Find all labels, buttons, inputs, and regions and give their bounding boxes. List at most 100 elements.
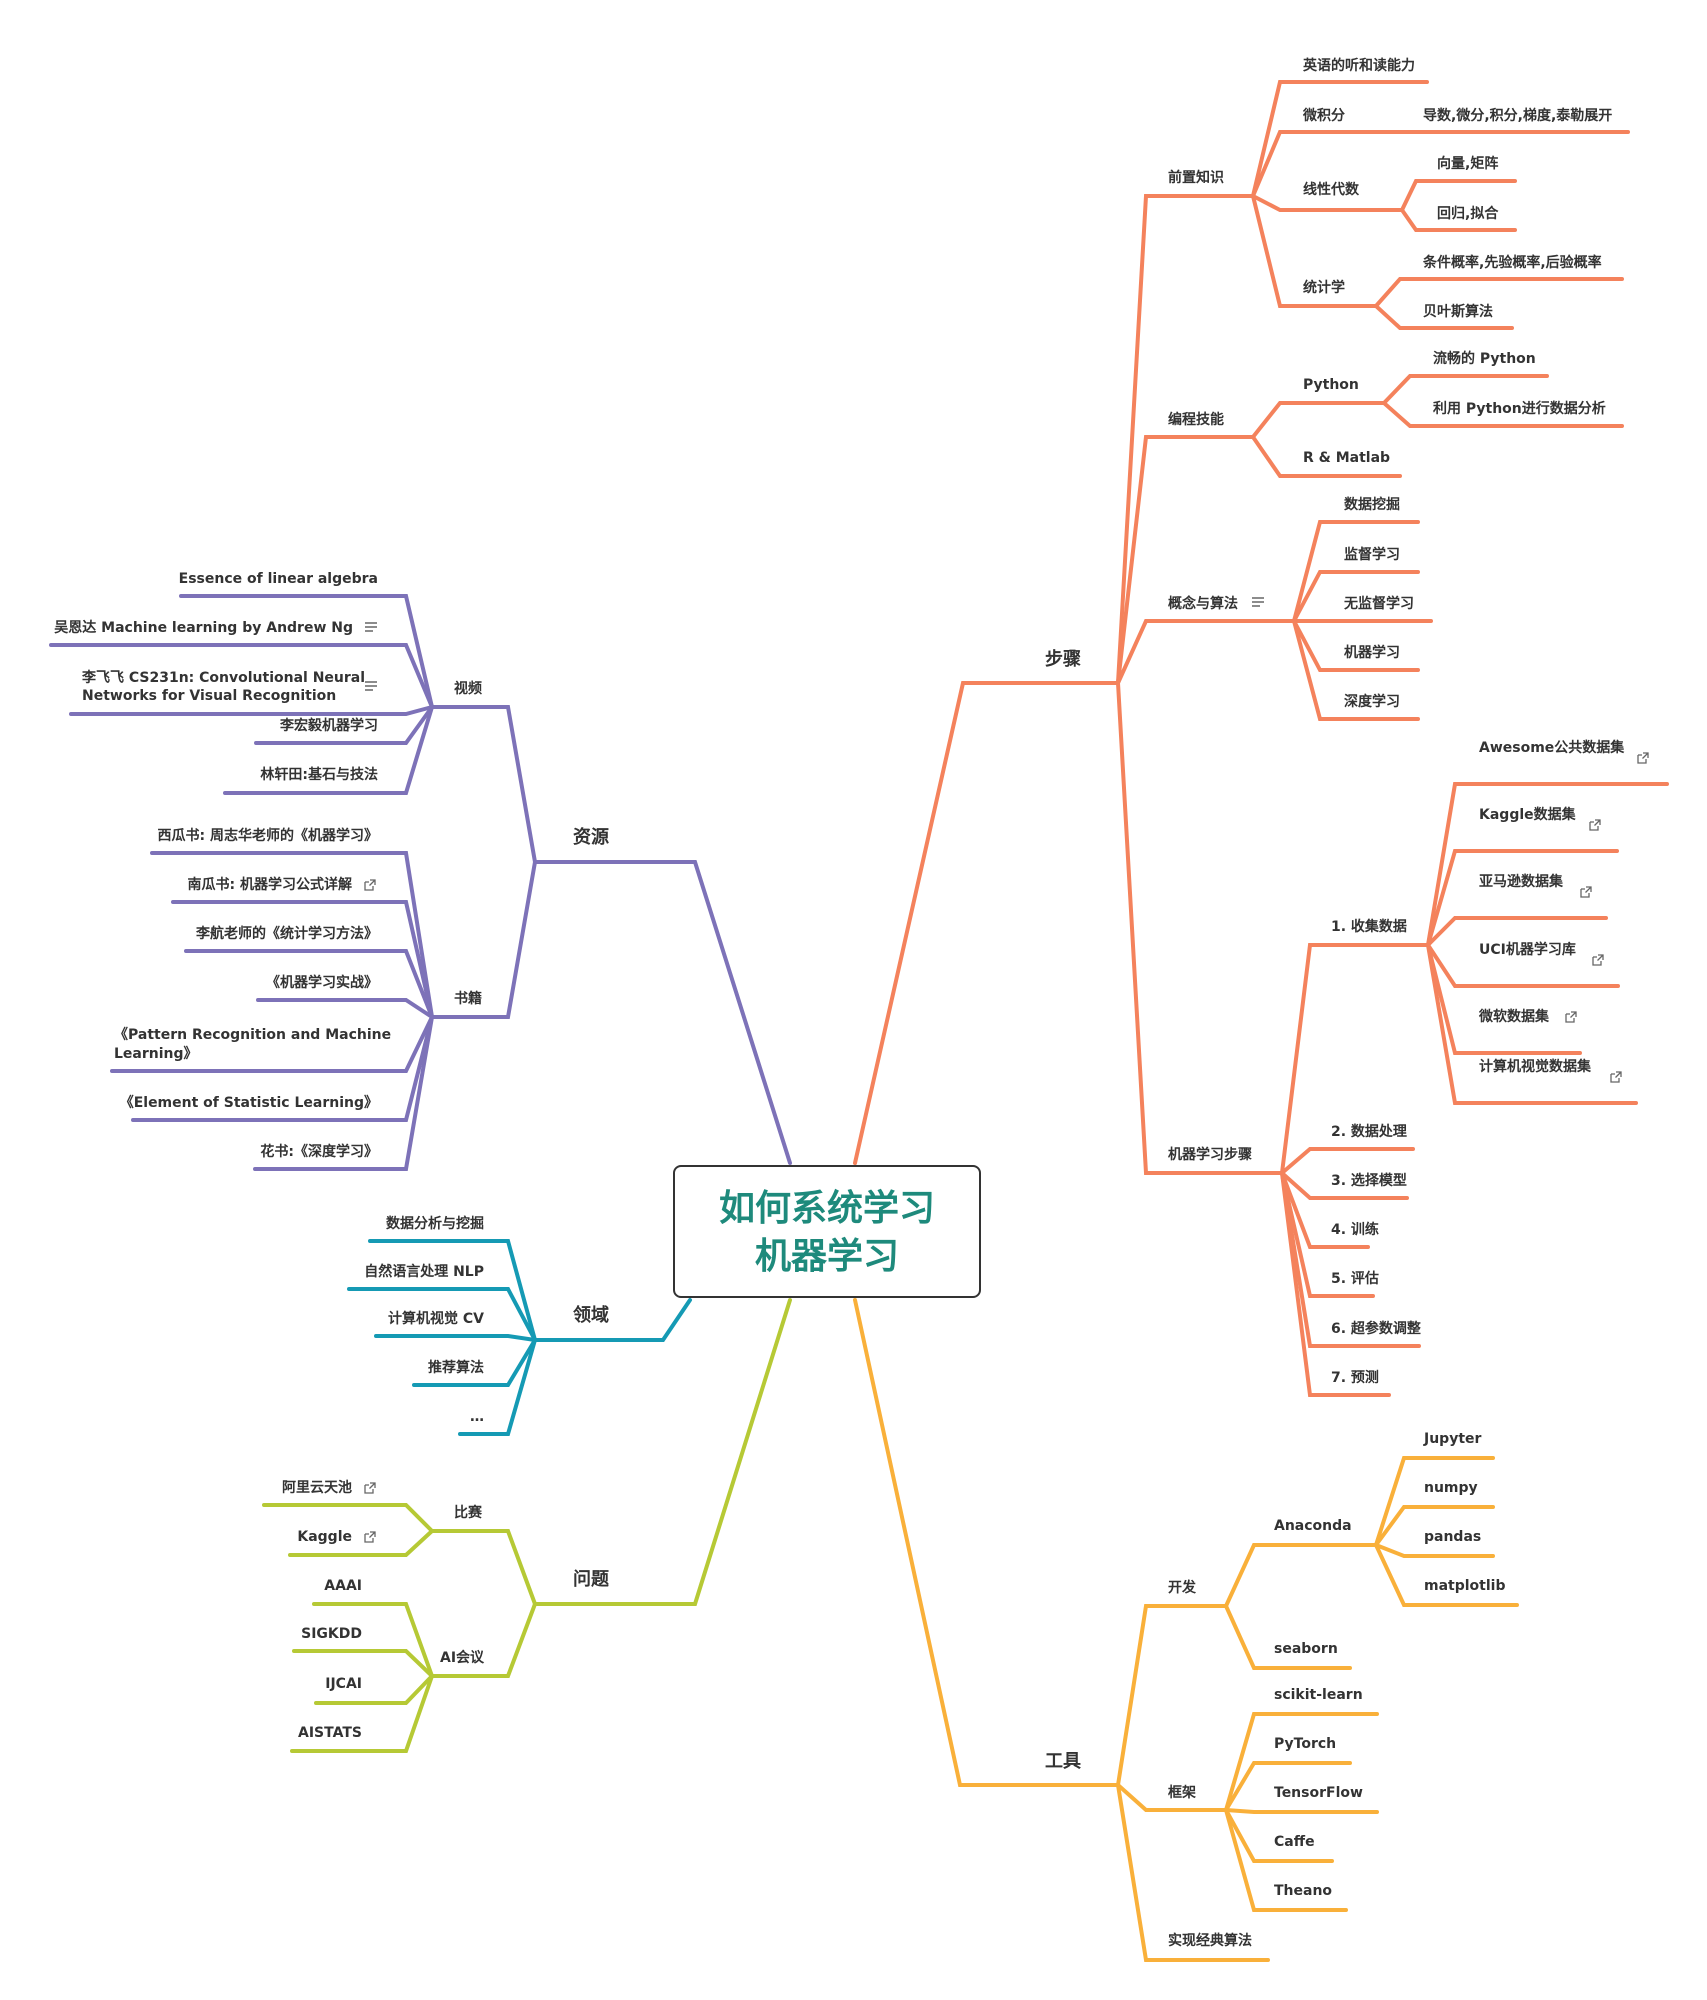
node-ml-steps: 机器学习步骤 (1168, 1146, 1252, 1163)
node-train: 4. 训练 (1331, 1221, 1379, 1238)
node-theano: Theano (1274, 1883, 1332, 1899)
node-videos: 视频 (454, 680, 482, 697)
node-data-analysis: 数据分析与挖掘 (386, 1215, 484, 1232)
edge-root-resources (533, 860, 792, 1165)
node-cv-datasets: 计算机视觉数据集 (1479, 1058, 1592, 1075)
node-flower-book: 花书:《深度学习》 (260, 1143, 378, 1160)
edge-steps-prog (1116, 435, 1255, 685)
node-kaggle: Kaggle (297, 1529, 352, 1545)
node-data-mining: 数据挖掘 (1344, 496, 1400, 513)
node-probability: 条件概率,先验概率,后验概率 (1422, 254, 1602, 271)
edge-root-steps (853, 681, 1120, 1165)
branch-domains (347, 1239, 692, 1436)
node-supervised: 监督学习 (1344, 546, 1400, 563)
node-frameworks: 框架 (1168, 1784, 1196, 1801)
edge-steps-concepts (1116, 619, 1296, 685)
node-pytorch: PyTorch (1274, 1736, 1336, 1752)
node-cs231n-line2: Networks for Visual Recognition (82, 688, 336, 704)
node-problems: 问题 (573, 1569, 610, 1590)
edge-root-tools (853, 1298, 1120, 1787)
labels-problems: 问题 比赛 阿里云天池 Kaggle AI会议 AAAI SIGKDD IJCA… (282, 1479, 610, 1741)
node-prml-line1: 《Pattern Recognition and Machine (114, 1027, 391, 1043)
node-evaluate: 5. 评估 (1331, 1270, 1379, 1287)
node-cs231n-line1: 李飞飞 CS231n: Convolutional Neural (81, 669, 365, 686)
node-pumpkin-book: 南瓜书: 机器学习公式详解 (188, 876, 352, 893)
node-watermelon-book: 西瓜书: 周志华老师的《机器学习》 (158, 827, 378, 844)
node-english: 英语的听和读能力 (1302, 57, 1415, 74)
node-competitions: 比赛 (454, 1504, 483, 1521)
node-tune: 6. 超参数调整 (1331, 1320, 1422, 1337)
node-pandas: pandas (1424, 1529, 1481, 1545)
branch-tools (853, 1298, 1519, 1962)
node-develop: 开发 (1168, 1579, 1197, 1596)
branch-steps (853, 80, 1669, 1397)
node-resources: 资源 (573, 826, 609, 848)
node-esl: 《Element of Statistic Learning》 (120, 1095, 378, 1111)
node-prml-line2: Learning》 (114, 1046, 198, 1062)
node-fluent-python: 流畅的 Python (1433, 350, 1536, 367)
labels-steps: 步骤 前置知识 英语的听和读能力 微积分 导数,微分,积分,梯度,泰勒展开 线性… (1045, 57, 1649, 1386)
node-r-matlab: R & Matlab (1303, 450, 1390, 466)
node-more: … (470, 1409, 484, 1425)
node-tensorflow: TensorFlow (1274, 1785, 1363, 1801)
root-title-line2: 机器学习 (754, 1234, 899, 1277)
node-collect-data: 1. 收集数据 (1331, 918, 1407, 935)
node-linear-algebra: 线性代数 (1303, 181, 1360, 198)
node-andrew-ng: 吴恩达 Machine learning by Andrew Ng (54, 619, 353, 636)
node-aaai: AAAI (324, 1578, 362, 1594)
node-python-data-analysis: 利用 Python进行数据分析 (1433, 400, 1606, 417)
node-classic-algorithms: 实现经典算法 (1168, 1932, 1252, 1949)
node-ijcai: IJCAI (325, 1676, 362, 1692)
node-amazon-datasets: 亚马逊数据集 (1479, 873, 1564, 890)
node-scikit-learn: scikit-learn (1274, 1687, 1363, 1703)
node-nlp: 自然语言处理 NLP (364, 1263, 484, 1280)
edge-root-problems (533, 1298, 792, 1606)
labels-domains: 领域 数据分析与挖掘 自然语言处理 NLP 计算机视觉 CV 推荐算法 … (364, 1215, 609, 1425)
node-programming: 编程技能 (1168, 411, 1224, 428)
node-bayes: 贝叶斯算法 (1423, 303, 1493, 320)
node-numpy: numpy (1424, 1480, 1478, 1496)
node-calculus-topics: 导数,微分,积分,梯度,泰勒展开 (1423, 107, 1612, 124)
branch-resources (49, 594, 792, 1171)
node-books: 书籍 (454, 990, 482, 1007)
node-tools: 工具 (1045, 1751, 1081, 1772)
node-vector-matrix: 向量,矩阵 (1437, 155, 1498, 172)
node-caffe: Caffe (1274, 1834, 1315, 1850)
node-kaggle-datasets: Kaggle数据集 (1479, 806, 1577, 823)
node-choose-model: 3. 选择模型 (1331, 1172, 1407, 1189)
node-python: Python (1303, 377, 1359, 393)
node-cv: 计算机视觉 CV (388, 1310, 484, 1327)
node-matplotlib: matplotlib (1424, 1578, 1505, 1594)
labels-tools: 工具 开发 Anaconda Jupyter numpy pandas matp… (1045, 1431, 1505, 1949)
labels-resources: 资源 视频 Essence of linear algebra 吴恩达 Mach… (54, 571, 609, 1160)
node-anaconda: Anaconda (1274, 1518, 1352, 1534)
node-statistics: 统计学 (1303, 279, 1345, 296)
node-calculus: 微积分 (1302, 107, 1345, 124)
node-essence-linear-algebra: Essence of linear algebra (179, 571, 378, 587)
node-unsupervised: 无监督学习 (1343, 595, 1414, 612)
node-prereq: 前置知识 (1168, 169, 1224, 186)
node-hung-yi-lee: 李宏毅机器学习 (279, 717, 378, 734)
node-machine-learning: 机器学习 (1344, 644, 1400, 661)
node-ml-in-action: 《机器学习实战》 (266, 974, 378, 991)
node-domains: 领域 (573, 1304, 609, 1326)
node-steps: 步骤 (1045, 648, 1081, 670)
edge-steps-mlsteps (1116, 681, 1284, 1175)
node-jupyter: Jupyter (1423, 1431, 1482, 1447)
node-tianchi: 阿里云天池 (282, 1479, 352, 1496)
branch-problems (262, 1298, 792, 1753)
node-li-hang-book: 李航老师的《统计学习方法》 (195, 925, 378, 942)
edge-root-domains (533, 1298, 692, 1342)
node-aistats: AISTATS (298, 1725, 362, 1741)
root-title-line1: 如何系统学习 (718, 1186, 935, 1229)
node-microsoft-datasets: 微软数据集 (1478, 1008, 1550, 1025)
node-ai-conferences: AI会议 (440, 1649, 485, 1666)
node-sigkdd: SIGKDD (301, 1626, 362, 1642)
node-data-processing: 2. 数据处理 (1331, 1123, 1407, 1140)
node-concepts: 概念与算法 (1168, 595, 1238, 612)
root-node: 如何系统学习 机器学习 (673, 1165, 981, 1298)
node-deep-learning: 深度学习 (1344, 693, 1400, 710)
node-predict: 7. 预测 (1331, 1369, 1379, 1386)
